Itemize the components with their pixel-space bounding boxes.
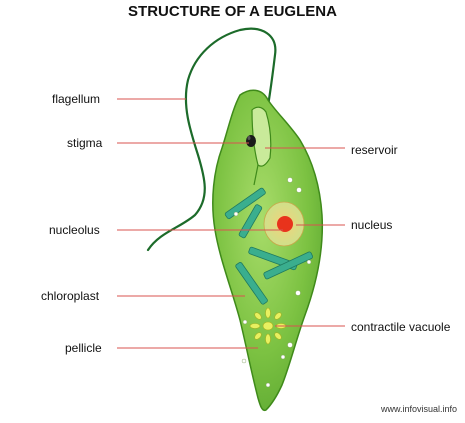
flagellum-shape — [146, 27, 277, 252]
label-contractile-vacuole: contractile vacuole — [351, 320, 451, 334]
reservoir-shape — [251, 106, 272, 167]
label-nucleolus: nucleolus — [49, 223, 100, 237]
nucleolus-shape — [277, 216, 293, 232]
label-nucleus: nucleus — [351, 218, 393, 232]
leader-lines — [117, 98, 345, 349]
credit-watermark: www.infovisual.info — [380, 404, 457, 414]
stigma-shape — [246, 135, 256, 147]
chloroplast-4 — [263, 251, 313, 280]
paramylon-granules — [233, 177, 312, 388]
label-chloroplast: chloroplast — [41, 289, 100, 303]
diagram-title: STRUCTURE OF A EUGLENA — [128, 3, 337, 20]
stigma-highlight — [247, 136, 251, 140]
label-pellicle: pellicle — [65, 341, 102, 355]
label-reservoir: reservoir — [351, 143, 398, 157]
chloroplast-1 — [224, 187, 266, 220]
contractile-vacuole-shape — [249, 307, 287, 345]
label-stigma: stigma — [67, 136, 103, 150]
reservoir-canal — [253, 164, 259, 186]
chloroplast-5 — [235, 262, 268, 305]
pellicle-body-shape — [212, 89, 324, 412]
label-flagellum: flagellum — [52, 92, 101, 106]
